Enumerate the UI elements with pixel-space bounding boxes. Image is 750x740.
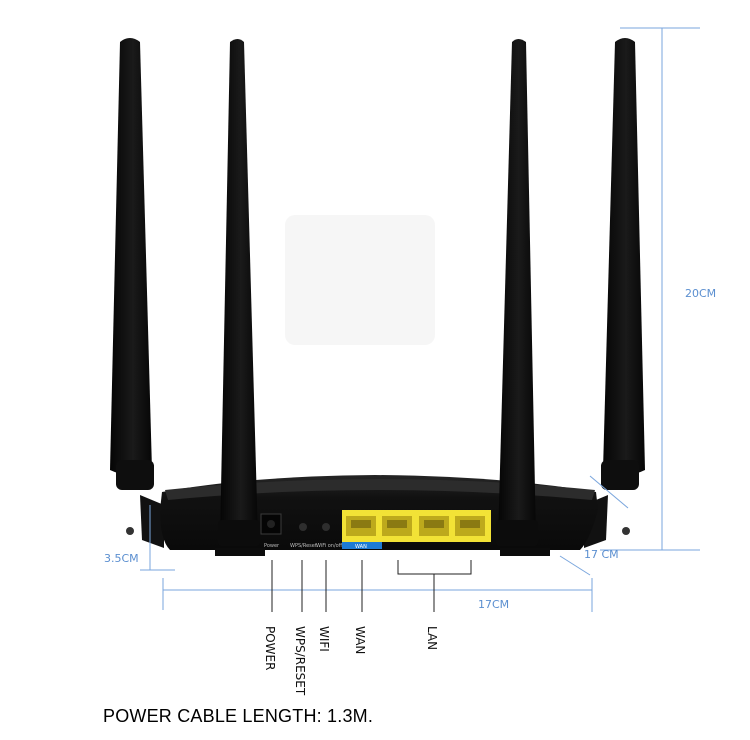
antenna-inner-right <box>496 39 538 546</box>
panel-label-wan: WAN <box>355 544 367 550</box>
wan-band <box>342 542 382 549</box>
dimension-height: 20CM <box>685 287 716 300</box>
callout-wps-reset: WPS/RESET <box>293 626 307 696</box>
panel-label-wps: WPS/Reset <box>290 543 317 549</box>
dimension-side: 3.5CM <box>104 552 139 565</box>
dimension-lines <box>140 27 700 612</box>
callout-lan: LAN <box>425 626 439 650</box>
power-cable-caption: POWER CABLE LENGTH: 1.3M. <box>103 706 374 726</box>
callout-lines <box>271 560 472 612</box>
wifi-button <box>322 523 330 531</box>
background-reflection <box>285 215 435 345</box>
antenna-inner-left <box>218 39 260 546</box>
antenna-outer-right <box>584 38 645 548</box>
antenna-outer-left <box>110 38 164 548</box>
callout-wan: WAN <box>353 626 367 654</box>
wps-reset-button <box>299 523 307 531</box>
dimension-width: 17CM <box>478 598 509 611</box>
router-body: Power WPS/Reset WiFi on/off WAN <box>160 475 598 556</box>
panel-label-wifi: WiFi on/off <box>316 543 343 549</box>
dimension-depth: 17 CM <box>584 548 619 561</box>
callout-power: POWER <box>263 626 277 670</box>
panel-label-power: Power <box>264 543 280 549</box>
callout-wifi: WIFI <box>317 626 331 652</box>
